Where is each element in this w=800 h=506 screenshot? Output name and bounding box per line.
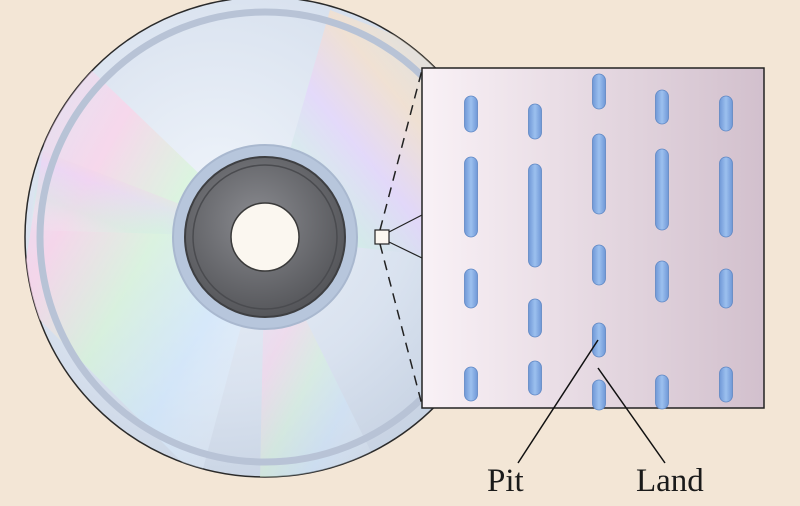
- pit-mark: [719, 95, 733, 132]
- pit-mark: [464, 366, 478, 402]
- pit-columns: [464, 73, 733, 411]
- pit-mark: [655, 260, 669, 303]
- pit-mark: [528, 163, 542, 268]
- pit-mark: [655, 148, 669, 231]
- pit-mark: [528, 103, 542, 140]
- pit-mark: [719, 156, 733, 238]
- land-pointer-line: [597, 367, 666, 464]
- pit-mark: [592, 379, 606, 411]
- pit-mark: [592, 133, 606, 215]
- pit-mark: [592, 322, 606, 358]
- pit-mark: [464, 95, 478, 133]
- zoom-source-square: [374, 229, 390, 245]
- pit-mark: [528, 298, 542, 338]
- pit-mark: [655, 374, 669, 410]
- pit-mark: [528, 360, 542, 396]
- disc-hub-groove: [192, 164, 338, 310]
- pit-mark: [592, 73, 606, 110]
- zoom-dash-top: [379, 69, 423, 231]
- pit-mark: [719, 268, 733, 309]
- pit-mark: [655, 89, 669, 125]
- compact-disc: [24, 0, 506, 478]
- pit-mark: [719, 366, 733, 403]
- pit-pointer-line: [517, 339, 599, 464]
- pit-mark: [592, 244, 606, 286]
- disc-center-hole: [230, 202, 300, 272]
- land-label: Land: [636, 463, 704, 499]
- magnified-track-panel: [421, 67, 765, 411]
- zoom-dash-bottom: [379, 243, 423, 406]
- zoom-indicator: [374, 69, 423, 406]
- pit-label: Pit: [487, 463, 524, 499]
- pit-mark: [464, 156, 478, 238]
- pit-mark: [464, 268, 478, 309]
